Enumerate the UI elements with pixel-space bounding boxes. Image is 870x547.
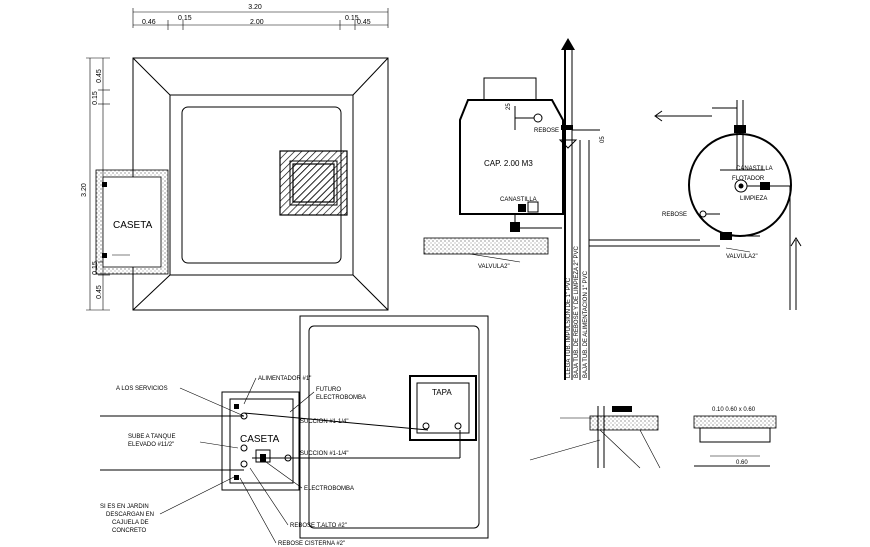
tank-rebose: REBOSE [534,128,559,134]
cistern-canastilla: CANASTILLA [736,166,773,172]
dim-top-mid: 2.00 [250,19,264,26]
construction-details: 0.10 0.60 x 0.60 0.60 [529,406,777,469]
label-futuro: FUTURO [316,387,341,393]
access-hatch [279,150,348,216]
tank-platform [423,237,549,255]
label-servicios: A LOS SERVICIOS [116,386,168,392]
pipe-label-2: BAJA TUB. DE REBOSE Y DE LIMPIEZA 2" PVC [574,245,580,378]
dim-top-left: 0.46 [142,19,156,26]
label-futuro-2: ELECTROBOMBA [316,395,366,401]
pipe-label-3: BAJA TUB. DE ALIMENTACION 1" PVC [583,270,589,378]
top-dimensions: 3.20 0.15 0.15 0.46 2.00 0.45 [132,4,389,30]
label-rebose-cisterna: REBOSE CISTERNA #2" [278,541,345,547]
detail-dim-2: 0.60 [736,460,748,466]
label-jardin-4: CONCRETO [112,528,147,534]
tank-valvula: VALVULA2" [478,264,510,270]
cistern-plan: CASETA [95,57,389,311]
tank-dim-25: 25 [506,103,512,110]
label-jardin-3: CAJUELA DE [112,520,149,526]
label-alimentador: ALIMENTADOR #1" [258,376,311,382]
cistern-elevation: CANASTILLA FLOTADOR LIMPIEZA REBOSE VALV… [654,100,802,310]
caseta-label: CASETA [113,220,153,231]
cistern-rebose: REBOSE [662,212,687,218]
dim-left-a: 0.15 [92,91,99,105]
dim-left-d: 0.45 [96,285,103,299]
dim-left-total: 3.20 [81,183,88,197]
label-succion-1: SUCCION #1-1/4" [300,419,348,425]
pump-caseta-label: CASETA [240,434,280,445]
dim-top-b: 0.15 [345,15,359,22]
label-sube-2: ELEVADO #11/2" [128,442,174,448]
label-sube: SUBE A TANQUE [128,434,175,440]
tank-canastilla: CANASTILLA [500,197,537,203]
dim-left-b: 0.45 [96,69,103,83]
label-jardin-1: SI ES EN JARDIN [100,504,149,510]
tapa-label: TAPA [432,388,452,397]
dim-top-a: 0.15 [178,15,192,22]
elevated-tank: CAP. 2.00 M3 REBOSE CANASTILLA 25 05 VAL… [423,38,720,380]
tank-capacity: CAP. 2.00 M3 [484,159,533,168]
label-rebose-alto: REBOSE T.ALTO #2" [290,523,347,529]
cistern-valvula: VALVULA2" [726,254,758,260]
label-jardin-2: DESCARGAN EN [106,512,154,518]
dim-left-c: 0.15 [92,261,99,275]
dim-top-total: 3.20 [248,4,262,11]
label-electrobomba: ELECTROBOMBA [304,486,354,492]
cistern-flotador: FLOTADOR [732,176,765,182]
dim-top-right: 0.45 [357,19,371,26]
pipe-label-1: LLEGA TUB. IMPULSION DE 1" PVC [566,277,572,378]
detail-dim-1: 0.10 0.60 x 0.60 [712,407,756,413]
cistern-limpieza: LIMPIEZA [740,196,767,202]
label-succion-2: SUCCION #1-1/4" [300,451,348,457]
tank-dim-05: 05 [600,136,606,143]
pump-plan: TAPA CASETA A LOS SERVICIOS ALIMENTADOR … [100,315,489,547]
